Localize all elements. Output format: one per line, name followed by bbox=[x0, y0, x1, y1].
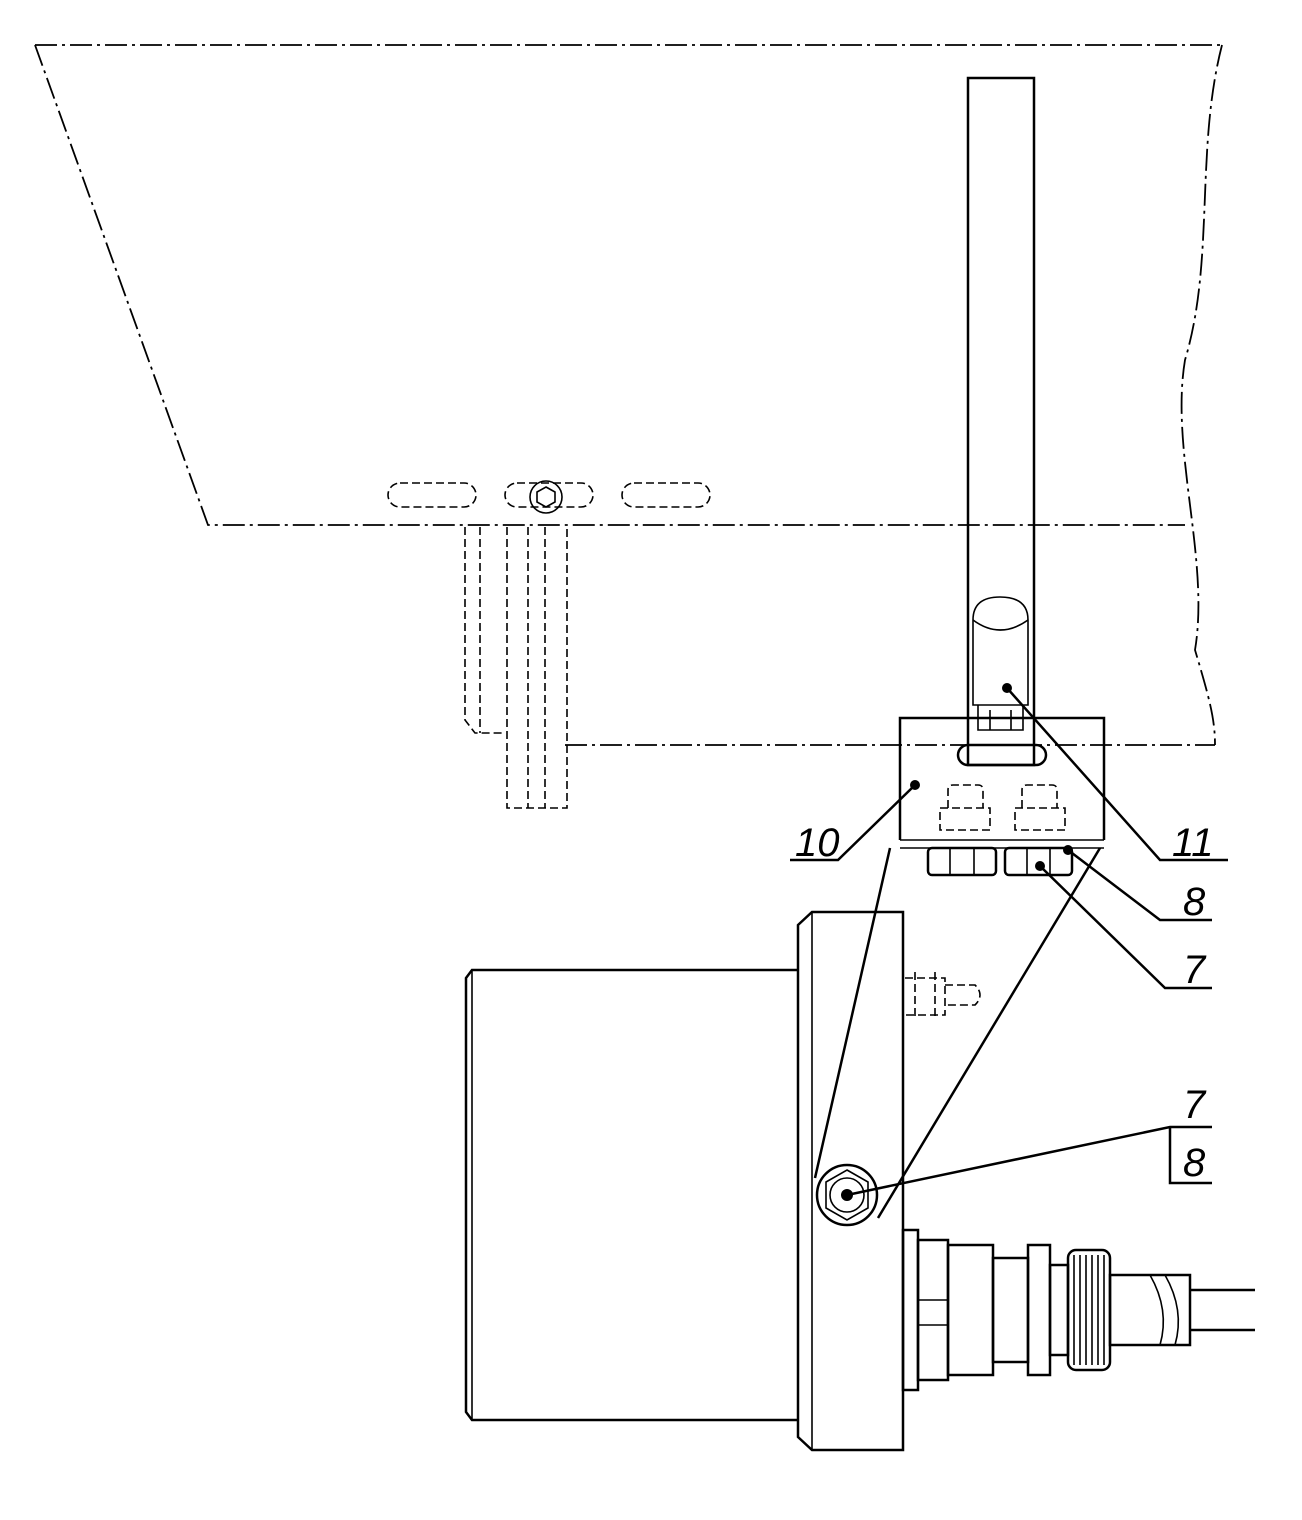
housing-phantom-outline bbox=[34, 44, 1223, 746]
callout-label-10: 10 bbox=[795, 821, 840, 865]
callout-7: 7 bbox=[1035, 861, 1212, 992]
hidden-posts bbox=[464, 527, 568, 809]
callout-11: 11 bbox=[1002, 683, 1228, 865]
vertical-rod bbox=[966, 76, 1036, 767]
callout-label-11: 11 bbox=[1172, 821, 1214, 865]
motor bbox=[464, 910, 981, 1452]
callout-label-7: 7 bbox=[1183, 948, 1207, 992]
connector-and-cable bbox=[901, 1228, 1255, 1392]
callout-label-8: 8 bbox=[1183, 880, 1206, 924]
callout-7-8: 7 8 bbox=[841, 1083, 1212, 1201]
mounting-slots bbox=[387, 480, 711, 514]
callout-8: 8 bbox=[1063, 845, 1212, 924]
bracket bbox=[813, 716, 1106, 1219]
callout-label-8-bottom: 8 bbox=[1183, 1141, 1206, 1185]
callout-label-7-top: 7 bbox=[1183, 1083, 1207, 1127]
callout-10: 10 bbox=[790, 780, 920, 865]
